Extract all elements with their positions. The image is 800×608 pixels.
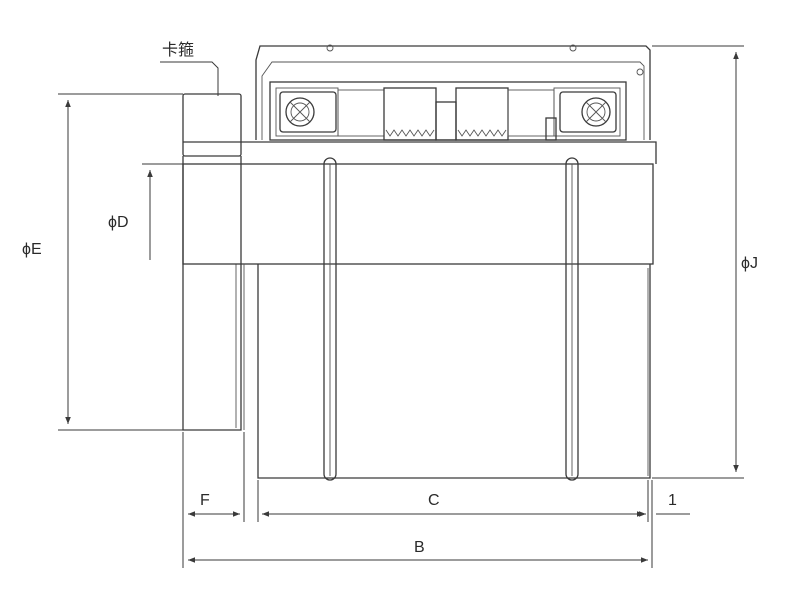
f-label: F xyxy=(200,492,210,509)
phi-e-label: ϕE xyxy=(22,241,42,258)
dimension-b: B xyxy=(188,539,648,563)
phi-d-label: ϕD xyxy=(108,214,129,231)
dimension-f: F xyxy=(182,432,245,568)
collar-label: 卡箍 xyxy=(162,41,194,59)
dimension-c: C xyxy=(257,480,649,522)
one-label: 1 xyxy=(668,492,677,509)
c-label: C xyxy=(428,492,440,509)
phi-j-label: ϕJ xyxy=(741,255,758,272)
collar xyxy=(182,93,242,431)
housing-frame xyxy=(255,44,651,140)
right-bearing xyxy=(545,91,617,141)
left-bearing xyxy=(279,91,337,133)
dimension-phi-d: ϕD xyxy=(108,163,183,260)
dimension-1: 1 xyxy=(624,480,690,568)
collar-leader: 卡箍 xyxy=(160,41,219,96)
dimension-phi-j: ϕJ xyxy=(652,45,758,479)
dimension-phi-e: ϕE xyxy=(22,93,183,431)
shaft-sleeve xyxy=(182,141,657,481)
bearing-cavity xyxy=(269,81,627,141)
b-label: B xyxy=(414,539,425,556)
